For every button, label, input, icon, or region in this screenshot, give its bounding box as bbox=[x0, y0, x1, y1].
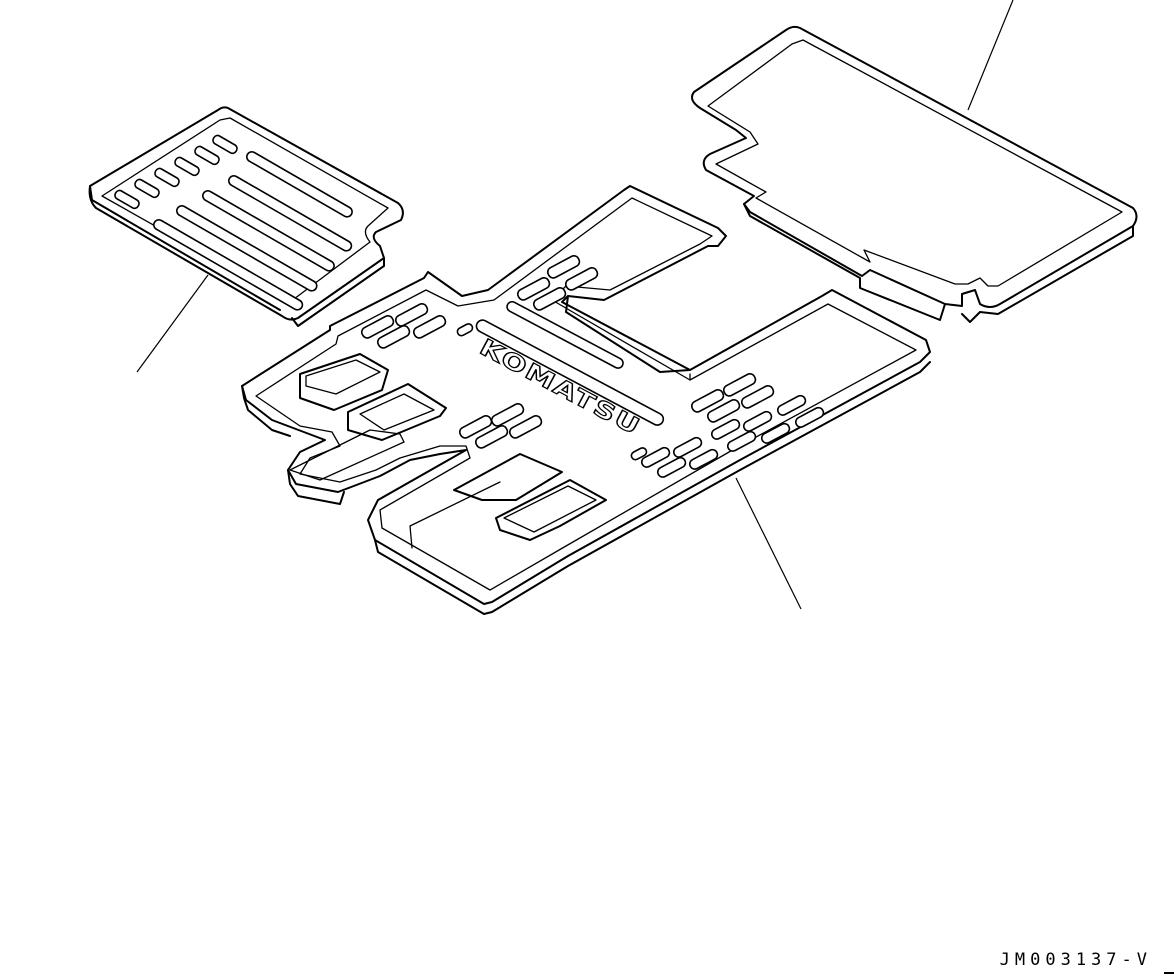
leader-main-mat bbox=[735, 477, 802, 610]
front-foot-mat bbox=[88, 106, 404, 327]
front-mat-slots bbox=[114, 134, 353, 311]
main-mat-slots bbox=[360, 255, 825, 478]
rear-floor-mat bbox=[691, 25, 1138, 323]
leader-rear-mat bbox=[967, 0, 1014, 111]
drawing-code: JM003137-V bbox=[999, 950, 1152, 970]
leader-front-mat bbox=[136, 274, 209, 373]
corner-mark bbox=[1164, 972, 1174, 974]
